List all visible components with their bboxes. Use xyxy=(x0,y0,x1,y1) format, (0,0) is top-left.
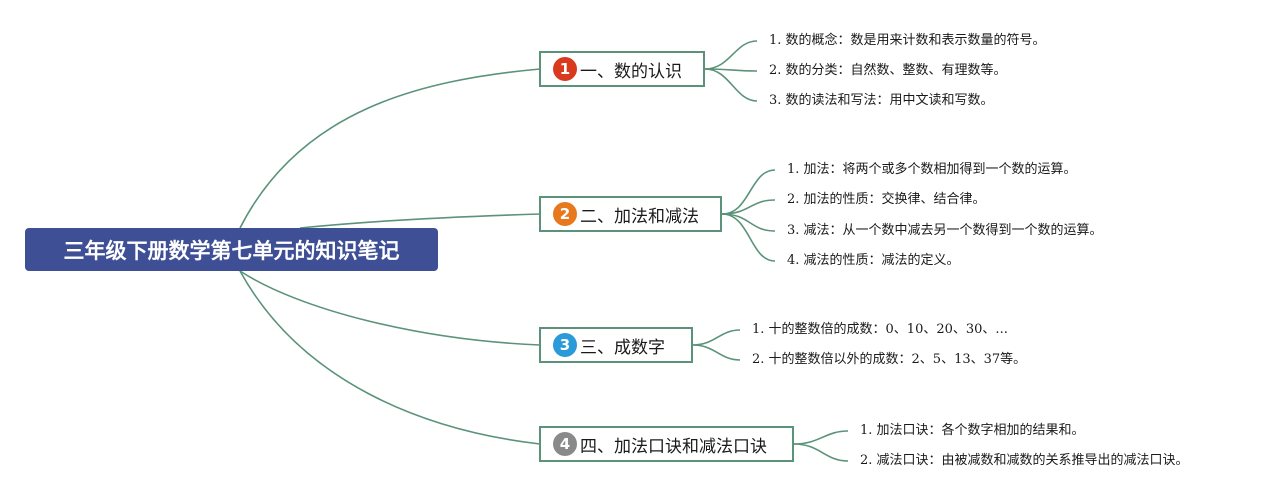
link-branch-2-item-1 xyxy=(721,169,776,215)
link-branch-2-item-2 xyxy=(721,199,776,215)
leaf-item[interactable]: 1. 加法：将两个或多个数相加得到一个数的运算。 xyxy=(787,162,1077,177)
link-root-branch-1 xyxy=(239,68,541,229)
leaf-item[interactable]: 2. 加法的性质：交换律、结合律。 xyxy=(787,192,986,207)
leaf-item[interactable]: 1. 数的概念：数是用来计数和表示数量的符号。 xyxy=(769,33,1046,48)
leaf-item[interactable]: 2. 减法口诀：由被减数和减数的关系推导出的减法口诀。 xyxy=(860,453,1189,468)
link-branch-1-item-3 xyxy=(704,68,758,102)
link-branch-4-item-2 xyxy=(793,443,849,462)
branch-node-2[interactable]: 2 二、加法和减法 xyxy=(539,196,722,232)
link-root-branch-3 xyxy=(239,270,541,346)
link-branch-1-item-1 xyxy=(704,40,758,70)
leaf-item[interactable]: 2. 十的整数倍以外的成数：2、5、13、37等。 xyxy=(752,352,1027,367)
leaf-item[interactable]: 3. 数的读法和写法：用中文读和写数。 xyxy=(769,93,994,108)
leaf-item[interactable]: 3. 减法：从一个数中减去另一个数得到一个数的运算。 xyxy=(787,223,1103,238)
root-node[interactable]: 三年级下册数学第七单元的知识笔记 xyxy=(25,228,438,271)
link-root-branch-4 xyxy=(239,270,541,445)
leaf-item[interactable]: 1. 十的整数倍的成数：0、10、20、30、... xyxy=(752,322,1008,337)
link-branch-2-item-3 xyxy=(721,213,776,232)
leaf-item[interactable]: 2. 数的分类：自然数、整数、有理数等。 xyxy=(769,63,1007,78)
link-branch-3-item-2 xyxy=(692,344,741,361)
leaf-item[interactable]: 4. 减法的性质：减法的定义。 xyxy=(787,253,960,268)
link-branch-3-item-1 xyxy=(692,329,741,346)
branch-label: 三、成数字 xyxy=(580,337,665,358)
branch-label: 四、加法口诀和减法口诀 xyxy=(580,436,767,457)
branch-node-1[interactable]: 1 一、数的认识 xyxy=(539,51,705,87)
branch-number-badge: 3 xyxy=(553,333,577,357)
branch-number-badge: 2 xyxy=(553,202,577,226)
link-branch-4-item-1 xyxy=(793,430,849,445)
branch-node-4[interactable]: 4 四、加法口诀和减法口诀 xyxy=(539,426,794,462)
branch-label: 一、数的认识 xyxy=(580,61,682,82)
root-title: 三年级下册数学第七单元的知识笔记 xyxy=(63,238,400,263)
branch-number-badge: 1 xyxy=(553,57,577,81)
leaf-item[interactable]: 1. 加法口诀：各个数字相加的结果和。 xyxy=(860,423,1085,438)
link-branch-2-item-4 xyxy=(721,213,776,262)
branch-number-badge: 4 xyxy=(553,432,577,456)
link-root-branch-2 xyxy=(299,213,541,229)
branch-label: 二、加法和减法 xyxy=(580,206,699,227)
branch-node-3[interactable]: 3 三、成数字 xyxy=(539,327,693,363)
